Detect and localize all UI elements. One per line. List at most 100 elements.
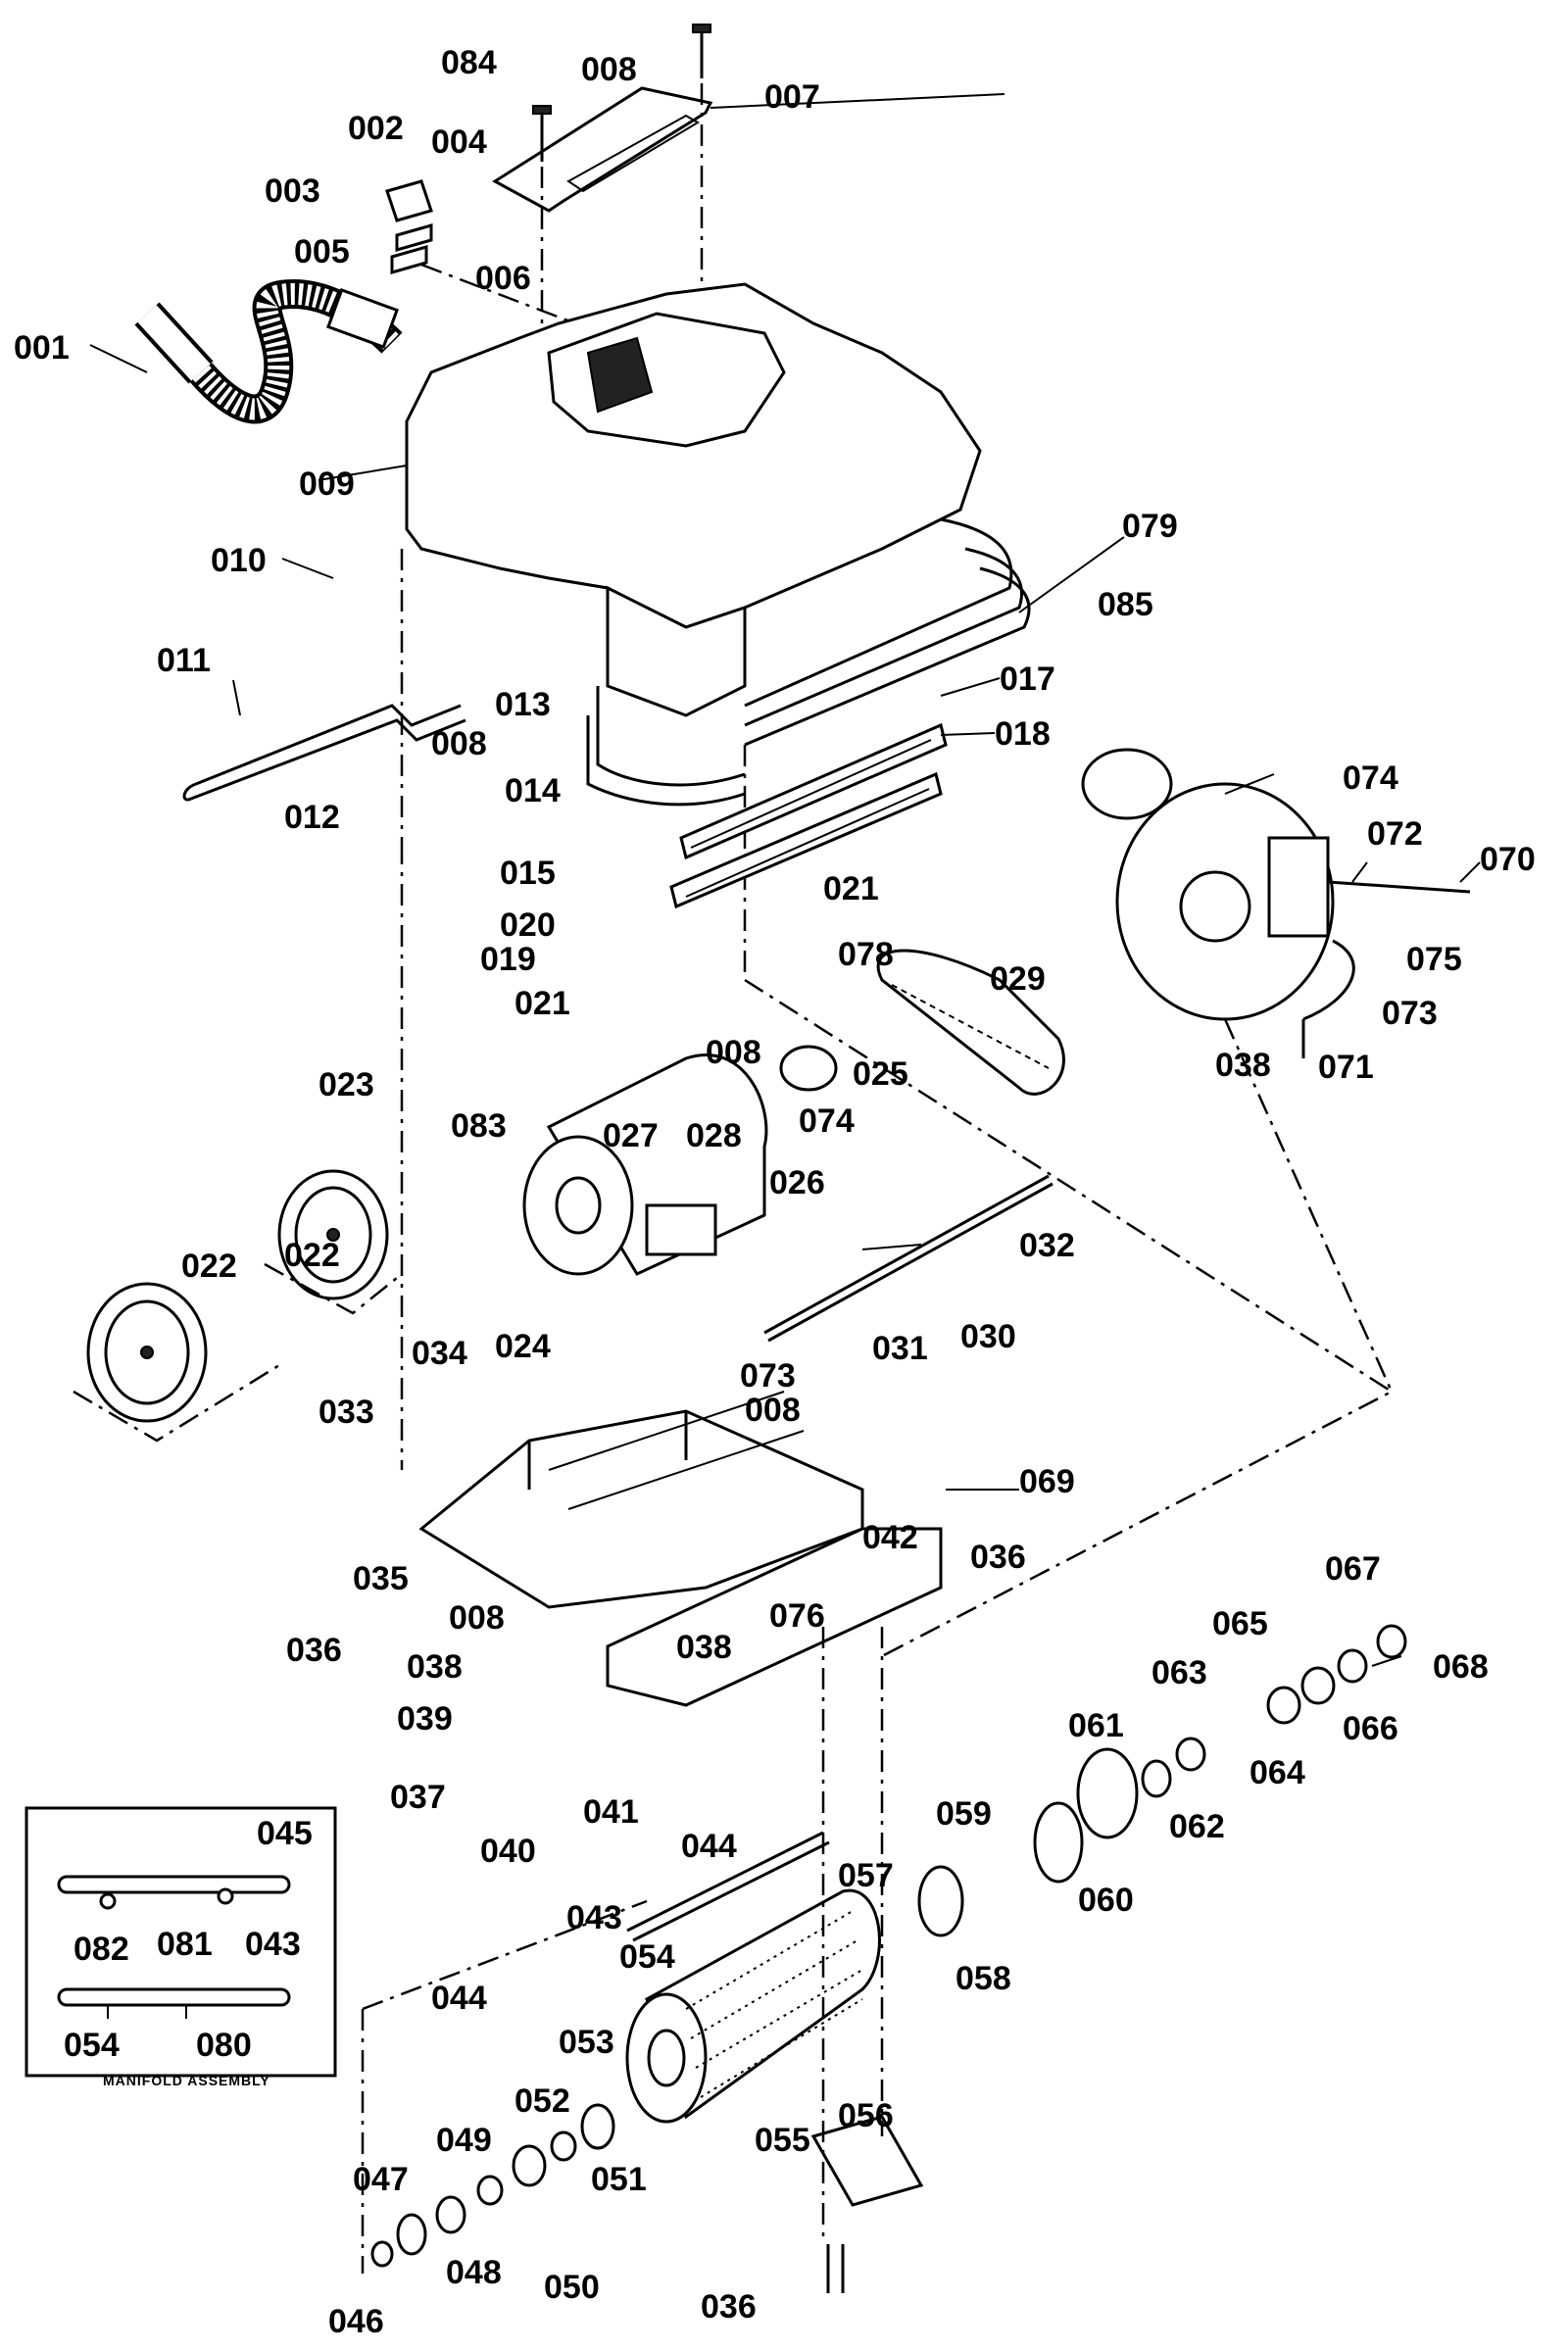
label-073b: 073: [740, 1357, 796, 1395]
label-041: 041: [583, 1793, 639, 1831]
label-010: 010: [211, 542, 267, 579]
label-078: 078: [838, 936, 894, 973]
label-038c: 038: [1215, 1047, 1271, 1084]
label-012: 012: [284, 799, 340, 836]
label-071: 071: [1318, 1049, 1374, 1086]
label-022a: 022: [181, 1248, 237, 1285]
left-end-components: [370, 2103, 615, 2268]
label-065: 065: [1212, 1605, 1268, 1642]
side-rails: [669, 722, 948, 909]
label-002: 002: [348, 110, 404, 147]
chassis-frame: [418, 1391, 943, 1707]
label-008e: 008: [449, 1599, 505, 1637]
label-001: 001: [14, 329, 70, 367]
foot-pedal: [810, 2115, 924, 2293]
label-084: 084: [441, 44, 497, 81]
label-024: 024: [495, 1328, 551, 1365]
label-062: 062: [1169, 1808, 1225, 1845]
label-028: 028: [686, 1117, 742, 1154]
label-037: 037: [390, 1779, 446, 1816]
inset-label-043: 043: [245, 1926, 301, 1963]
label-027: 027: [603, 1117, 659, 1154]
main-housing: [400, 282, 1031, 980]
inset-label-045: 045: [257, 1815, 313, 1852]
vacuum-motor: [1081, 748, 1471, 1058]
cover-plate: [492, 86, 713, 213]
label-074b: 074: [799, 1102, 855, 1140]
label-004: 004: [431, 123, 487, 161]
label-053: 053: [559, 2024, 614, 2061]
label-083: 083: [451, 1107, 507, 1145]
label-038b: 038: [676, 1629, 732, 1666]
manifold-bar: [626, 1831, 830, 1942]
inset-labels: 045 082 081 043 054 080 MANIFOLD ASSEMBL…: [64, 1815, 313, 2088]
motor: [522, 1053, 768, 1276]
label-074a: 074: [1343, 759, 1398, 797]
manifold-assembly-inset: [24, 1806, 337, 2078]
label-008c: 008: [706, 1034, 761, 1071]
inset-label-054: 054: [64, 2027, 120, 2064]
guide-lines: [361, 843, 1395, 2274]
label-008d: 008: [745, 1392, 801, 1429]
label-011: 011: [157, 642, 211, 679]
label-006: 006: [475, 260, 531, 297]
brush-roller: [625, 1888, 881, 2124]
label-044a: 044: [681, 1828, 737, 1865]
label-079: 079: [1122, 508, 1178, 545]
label-023: 023: [318, 1066, 374, 1103]
label-031: 031: [872, 1330, 928, 1367]
label-008a: 008: [581, 51, 637, 88]
inset-label-080: 080: [196, 2027, 252, 2064]
label-018: 018: [995, 715, 1051, 753]
label-021b: 021: [514, 985, 570, 1022]
label-085: 085: [1098, 586, 1153, 623]
label-060: 060: [1078, 1882, 1134, 1919]
inset-label-081: 081: [157, 1926, 213, 1963]
label-022b: 022: [284, 1237, 340, 1274]
label-014: 014: [505, 772, 561, 809]
label-020: 020: [500, 906, 556, 944]
label-076: 076: [769, 1597, 825, 1635]
label-036b: 036: [970, 1539, 1026, 1576]
label-066: 066: [1343, 1710, 1398, 1747]
label-032: 032: [1019, 1227, 1075, 1264]
part-labels: 001 002 003 004 005 006 007 008 008 008 …: [14, 44, 1536, 2340]
inset-label-082: 082: [74, 1931, 129, 1968]
label-052: 052: [514, 2082, 570, 2120]
small-brackets: [385, 179, 589, 330]
label-072: 072: [1367, 815, 1423, 853]
label-050: 050: [544, 2269, 600, 2306]
inset-caption: MANIFOLD ASSEMBLY: [103, 2073, 270, 2088]
label-029: 029: [990, 960, 1046, 998]
label-048: 048: [446, 2254, 502, 2291]
label-008b: 008: [431, 725, 487, 762]
label-036a: 036: [286, 1632, 342, 1669]
label-009: 009: [299, 465, 355, 503]
label-005: 005: [294, 233, 350, 270]
label-046: 046: [328, 2303, 384, 2340]
label-063: 063: [1152, 1654, 1207, 1691]
label-013: 013: [495, 686, 551, 723]
label-055: 055: [755, 2122, 810, 2159]
drawing: [24, 24, 1481, 2293]
label-047: 047: [353, 2161, 409, 2198]
leader-lines: [89, 93, 1481, 1667]
label-019: 019: [480, 941, 536, 978]
label-007: 007: [764, 78, 820, 116]
axle-rod: [763, 1174, 1054, 1343]
label-075: 075: [1406, 941, 1462, 978]
label-021a: 021: [823, 870, 879, 907]
hose: [134, 278, 403, 424]
label-003: 003: [265, 172, 320, 210]
label-042: 042: [862, 1519, 918, 1556]
label-068: 068: [1433, 1648, 1489, 1686]
label-030: 030: [960, 1318, 1016, 1355]
label-054: 054: [619, 1938, 675, 1976]
handle-rod: [182, 704, 466, 802]
label-059: 059: [936, 1795, 992, 1833]
label-057: 057: [838, 1857, 894, 1894]
label-040: 040: [480, 1833, 536, 1870]
label-033: 033: [318, 1394, 374, 1431]
label-069: 069: [1019, 1463, 1075, 1500]
label-035: 035: [353, 1560, 409, 1597]
